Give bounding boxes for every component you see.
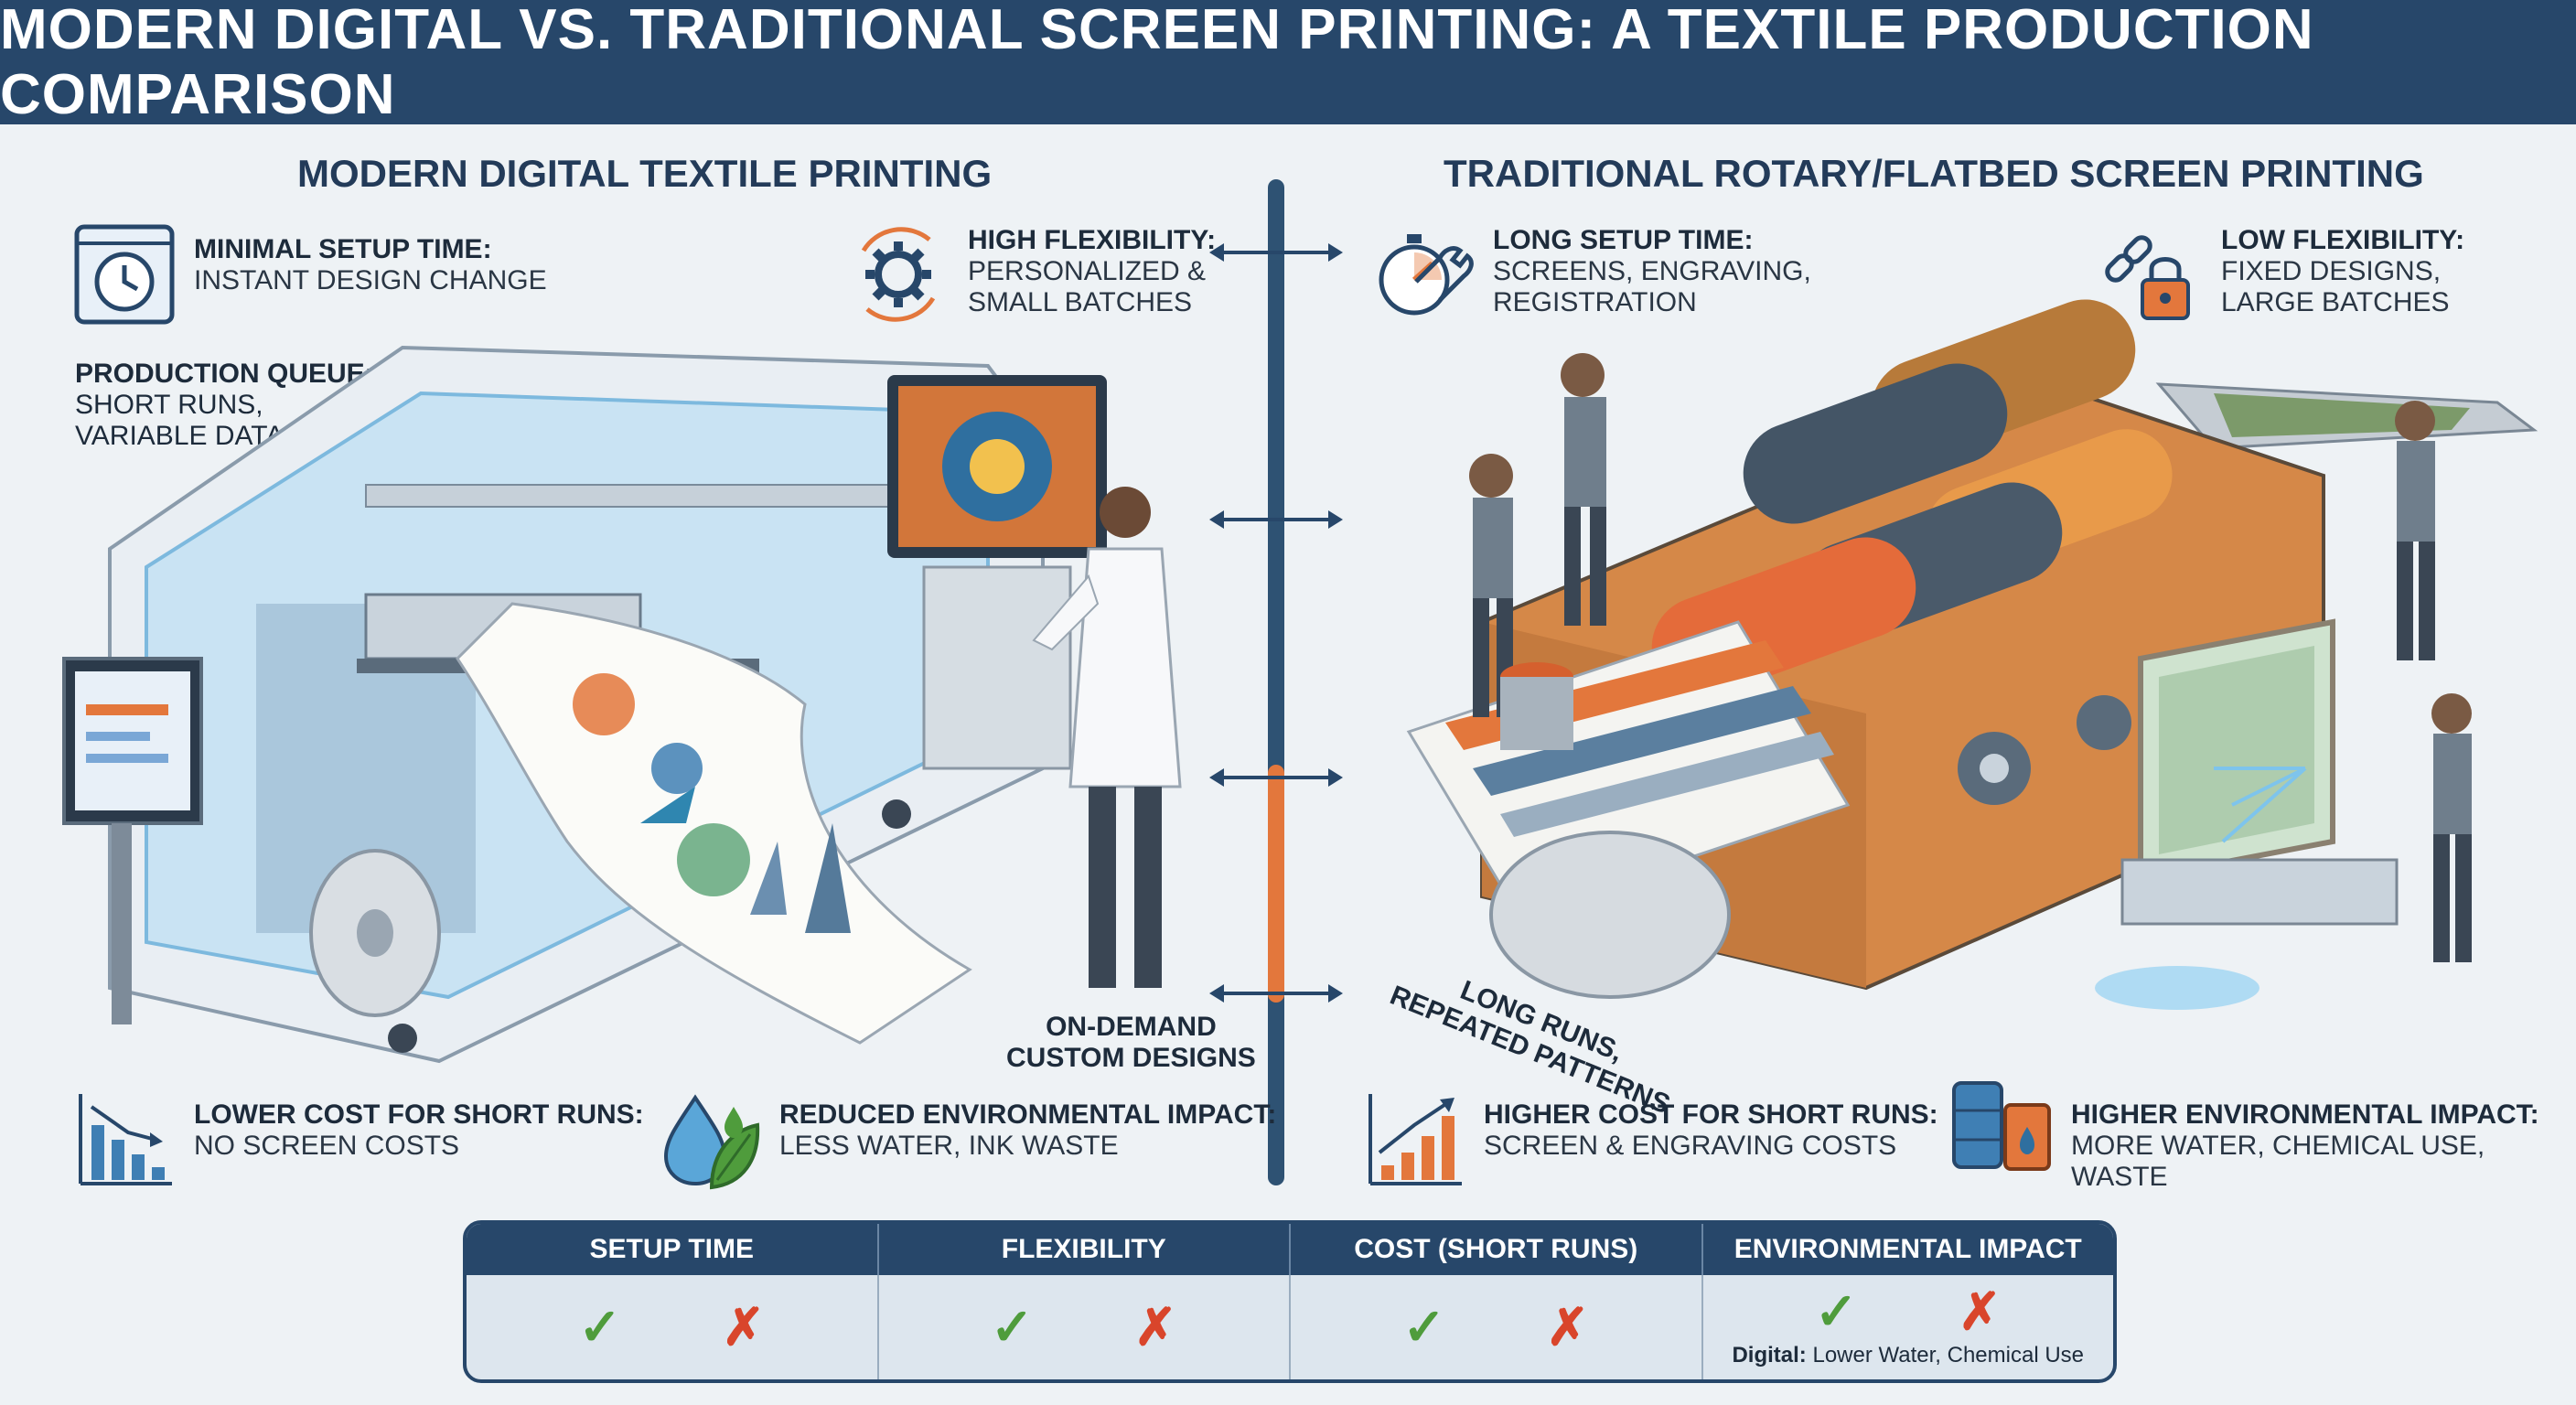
check-icon: ✓ (1402, 1298, 1446, 1356)
divider-accent (1268, 765, 1284, 1003)
header-flexibility: FLEXIBILITY (879, 1224, 1291, 1275)
production-queue-label: PRODUCTION QUEUE: SHORT RUNS, VARIABLE D… (75, 359, 374, 452)
note-bold: Digital: (1732, 1343, 1807, 1367)
increasing-chart-icon (1368, 1094, 1462, 1185)
low-flex-sub-2: LARGE BATCHES (2221, 287, 2450, 317)
low-flex-heading: LOW FLEXIBILITY: (2221, 225, 2465, 255)
stopwatch-wrench-icon (1379, 234, 1474, 316)
decreasing-chart-icon (79, 1094, 172, 1185)
long-setup-heading: LONG SETUP TIME: (1493, 225, 1754, 255)
flex-sub-1: PERSONALIZED & (968, 256, 1207, 286)
higher-impact-heading: HIGHER ENVIRONMENTAL IMPACT: (2071, 1099, 2539, 1130)
cross-icon: ✗ (1958, 1282, 2002, 1340)
cell-flexibility: ✓✗ (879, 1275, 1291, 1379)
feature-reduced-impact: REDUCED ENVIRONMENTAL IMPACT:LESS WATER,… (659, 1089, 1276, 1191)
wash-tank (2120, 858, 2399, 926)
title-bar: MODERN DIGITAL VS. TRADITIONAL SCREEN PR… (0, 0, 2576, 126)
center-divider (1268, 179, 1284, 1185)
feature-higher-impact: HIGHER ENVIRONMENTAL IMPACT:MORE WATER, … (1950, 1074, 2576, 1193)
feature-long-setup: LONG SETUP TIME:SCREENS, ENGRAVING,REGIS… (1372, 223, 1811, 326)
header-setup-time: SETUP TIME (467, 1224, 879, 1275)
higher-impact-sub: MORE WATER, CHEMICAL USE, WASTE (2071, 1131, 2485, 1192)
reduced-impact-heading: REDUCED ENVIRONMENTAL IMPACT: (779, 1099, 1277, 1130)
cross-icon: ✗ (1133, 1298, 1177, 1356)
double-arrow-icon (1209, 768, 1343, 787)
setup-sub: INSTANT DESIGN CHANGE (194, 265, 547, 295)
flex-sub-2: SMALL BATCHES (968, 287, 1193, 317)
rotary-printer-illustration (1406, 299, 2538, 1010)
feature-low-flexibility: LOW FLEXIBILITY:FIXED DESIGNS,LARGE BATC… (2100, 223, 2464, 326)
lower-cost-heading: LOWER COST FOR SHORT RUNS: (194, 1099, 644, 1130)
table-header: SETUP TIME FLEXIBILITY COST (SHORT RUNS)… (467, 1224, 2113, 1275)
lower-cost-sub: NO SCREEN COSTS (194, 1131, 460, 1161)
on-demand-line-1: ON-DEMAND (1046, 1012, 1217, 1042)
cross-icon: ✗ (722, 1298, 766, 1356)
comparison-table: SETUP TIME FLEXIBILITY COST (SHORT RUNS)… (463, 1220, 2117, 1383)
queue-heading: PRODUCTION QUEUE: (75, 359, 374, 389)
worker-figure (1561, 353, 1606, 626)
double-arrow-icon (1209, 243, 1343, 262)
chemical-barrels-icon (1952, 1081, 2051, 1171)
table-row: ✓✗ ✓✗ ✓✗ ✓✗ Digital: Lower Water, Chemic… (467, 1275, 2113, 1379)
check-icon: ✓ (578, 1298, 622, 1356)
left-heading: MODERN DIGITAL TEXTILE PRINTING (297, 152, 993, 195)
gear-cycle-icon (861, 227, 936, 322)
feature-minimal-setup: MINIMAL SETUP TIME:INSTANT DESIGN CHANGE (73, 223, 547, 326)
check-icon: ✓ (1814, 1282, 1858, 1340)
higher-cost-sub: SCREEN & ENGRAVING COSTS (1484, 1131, 1897, 1161)
check-icon: ✓ (990, 1298, 1034, 1356)
cross-icon: ✗ (1546, 1298, 1590, 1356)
double-arrow-icon (1209, 510, 1343, 529)
worker-figure (2395, 401, 2435, 660)
queue-sub-2: VARIABLE DATA (75, 421, 284, 451)
feature-lower-cost: LOWER COST FOR SHORT RUNS:NO SCREEN COST… (73, 1089, 644, 1191)
cell-setup-time: ✓✗ (467, 1275, 879, 1379)
header-cost: COST (SHORT RUNS) (1291, 1224, 1703, 1275)
on-demand-line-2: CUSTOM DESIGNS (1006, 1043, 1256, 1073)
reduced-impact-sub: LESS WATER, INK WASTE (779, 1131, 1119, 1161)
worker-figure (2431, 693, 2472, 962)
worker-figure (1469, 454, 1573, 750)
environment-note: Digital: Lower Water, Chemical Use (1732, 1343, 2084, 1368)
technician-figure (1032, 487, 1182, 988)
cell-environmental-impact: ✓ ✗ Digital: Lower Water, Chemical Use (1703, 1275, 2114, 1379)
digital-printer-illustration (62, 345, 1182, 1064)
chain-lock-icon (2105, 235, 2190, 320)
water-drop-leaf-icon (663, 1094, 760, 1190)
note-rest: Lower Water, Chemical Use (1806, 1343, 2085, 1367)
feature-high-flexibility: HIGH FLEXIBILITY:PERSONALIZED &SMALL BAT… (847, 223, 1216, 326)
higher-cost-heading: HIGHER COST FOR SHORT RUNS: (1484, 1099, 1938, 1130)
long-setup-sub-1: SCREENS, ENGRAVING, (1493, 256, 1811, 286)
double-arrow-icon (1209, 984, 1343, 1003)
header-environmental-impact: ENVIRONMENTAL IMPACT (1733, 1234, 2082, 1264)
flex-heading: HIGH FLEXIBILITY: (968, 225, 1217, 255)
right-heading: TRADITIONAL ROTARY/FLATBED SCREEN PRINTI… (1444, 152, 2424, 195)
cell-cost: ✓✗ (1291, 1275, 1703, 1379)
page-title: MODERN DIGITAL VS. TRADITIONAL SCREEN PR… (0, 0, 2314, 126)
feature-higher-cost: HIGHER COST FOR SHORT RUNS:SCREEN & ENGR… (1363, 1089, 1938, 1191)
clock-window-icon (74, 224, 175, 325)
queue-sub-1: SHORT RUNS, (75, 390, 263, 420)
low-flex-sub-1: FIXED DESIGNS, (2221, 256, 2442, 286)
on-demand-label: ON-DEMAND CUSTOM DESIGNS (1006, 1012, 1256, 1074)
long-setup-sub-2: REGISTRATION (1493, 287, 1697, 317)
setup-heading: MINIMAL SETUP TIME: (194, 234, 492, 264)
